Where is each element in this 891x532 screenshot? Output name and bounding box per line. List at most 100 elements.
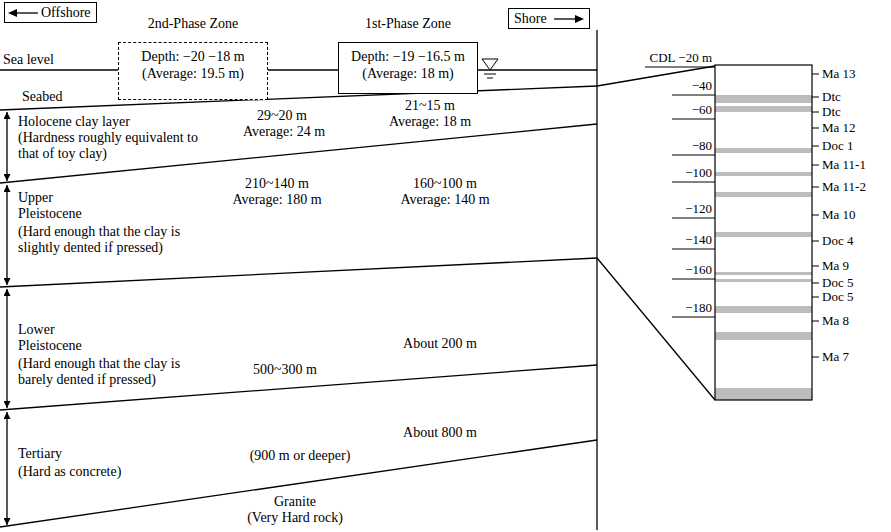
arrow-shaft: [554, 18, 576, 19]
depth-tick: [672, 182, 715, 183]
depth-tick: [672, 218, 715, 219]
stratum-label: Ma 11-2: [822, 180, 866, 194]
direction-label: Shore: [514, 10, 547, 27]
clay-band: [715, 332, 812, 340]
thickness-value: (900 m or deeper): [250, 448, 351, 464]
water-triangle: [482, 59, 498, 70]
depth-label: −120: [685, 202, 712, 216]
layer-name: Upper Pleistocene: [18, 190, 113, 222]
boring-column: [645, 65, 819, 400]
layer-boundary: [0, 258, 597, 287]
clay-band: [715, 388, 812, 400]
depth-tick: [645, 67, 715, 68]
stratum-leader: [812, 357, 819, 358]
layer-name: Lower Pleistocene: [18, 322, 113, 354]
depth-label: −100: [685, 166, 712, 180]
thickness-value: About 800 m: [403, 425, 477, 441]
thickness-arrow: [6, 289, 7, 408]
thickness-average: Average: 18 m: [389, 114, 471, 130]
water-mark: [487, 78, 493, 79]
stratum-label: Dtc: [822, 105, 841, 119]
thickness-range: 160~100 m: [413, 176, 477, 192]
sea-level-line: [0, 69, 597, 70]
layer-boundary: [0, 124, 597, 183]
depth-label: −180: [685, 301, 712, 315]
depth-tick: [672, 317, 715, 318]
stratum-leader: [812, 112, 819, 113]
stratum-leader: [812, 215, 819, 216]
depth-label: −60: [692, 103, 712, 117]
layer-description: (Hardness roughly equivalent to that of …: [18, 130, 203, 162]
clay-band: [715, 279, 812, 282]
clay-band: [715, 192, 812, 197]
layer-description: (Hard enough that the clay is barely den…: [18, 356, 208, 388]
water-symbol: [482, 59, 498, 78]
stratum-leader: [812, 241, 819, 242]
arrow-head: [8, 9, 17, 17]
depth-tick: [672, 249, 715, 250]
direction-box: Offshore: [4, 2, 97, 23]
stratum-leader: [812, 128, 819, 129]
depth-tick: [672, 119, 715, 120]
thickness-average: Average: 24 m: [243, 124, 325, 140]
arrow-head: [575, 15, 584, 23]
thickness-value: About 200 m: [403, 336, 477, 352]
rock-name: Granite: [274, 494, 316, 510]
clay-band: [715, 95, 812, 103]
shore-line: [596, 30, 597, 530]
seabed-label: Seabed: [22, 89, 62, 105]
layer-boundary: [0, 440, 597, 527]
water-mark: [484, 74, 496, 75]
stratum-leader: [812, 146, 819, 147]
stratum-label: Ma 12: [822, 121, 856, 135]
direction-label: Offshore: [41, 4, 91, 21]
clay-band: [715, 232, 812, 237]
stratum-leader: [812, 283, 819, 284]
stratum-label: Ma 13: [822, 67, 856, 81]
thickness-average: Average: 180 m: [232, 192, 321, 208]
zone-depth: (Average: 18 m): [362, 65, 453, 82]
zone-depth: (Average: 19.5 m): [142, 65, 244, 82]
depth-label: −80: [692, 139, 712, 153]
layer-description: (Hard enough that the clay is slightly d…: [18, 224, 213, 256]
stratum-leader: [812, 297, 819, 298]
thickness-arrow: [6, 112, 7, 181]
thickness-range: 29~20 m: [257, 108, 307, 124]
stratum-leader: [812, 97, 819, 98]
stratum-label: Doc 1: [822, 139, 853, 153]
depth-label: −160: [685, 263, 712, 277]
thickness-average: Average: 140 m: [400, 192, 489, 208]
column-connector: [597, 258, 715, 400]
stratum-label: Doc 4: [822, 234, 853, 248]
column-outline: [715, 65, 812, 400]
rock-description: (Very Hard rock): [247, 510, 343, 526]
depth-tick: [672, 95, 715, 96]
direction-box: Shore: [508, 8, 590, 29]
thickness-range: 210~140 m: [245, 176, 309, 192]
water-level-label: Sea level: [3, 52, 54, 68]
stratum-label: Ma 9: [822, 259, 849, 273]
stratum-label: Doc 5: [822, 276, 853, 290]
seabed-line: [0, 86, 597, 110]
zone-depth: Depth: −20 −18 m: [141, 48, 244, 65]
depth-label: −40: [692, 79, 712, 93]
arrow-shaft: [16, 12, 38, 13]
stratum-leader: [812, 187, 819, 188]
zone-depth: Depth: −19 −16.5 m: [351, 48, 465, 65]
stratum-label: Ma 7: [822, 350, 849, 364]
layer-description: (Hard as concrete): [18, 464, 121, 480]
thickness-range: 21~15 m: [405, 98, 455, 114]
thickness-arrow: [6, 412, 7, 525]
zone-heading: 1st-Phase Zone: [365, 15, 451, 32]
zone-box: 1st-Phase ZoneDepth: −19 −16.5 m(Average…: [338, 42, 478, 94]
stratum-leader: [812, 266, 819, 267]
stratum-leader: [812, 165, 819, 166]
clay-band: [715, 272, 812, 275]
stratum-label: Doc 5: [822, 290, 853, 304]
zone-box: 2nd-Phase ZoneDepth: −20 −18 m(Average: …: [118, 42, 268, 100]
depth-tick: [672, 279, 715, 280]
thickness-arrow: [6, 185, 7, 285]
stratum-label: Ma 8: [822, 314, 849, 328]
clay-band: [715, 106, 812, 112]
depth-tick: [672, 155, 715, 156]
